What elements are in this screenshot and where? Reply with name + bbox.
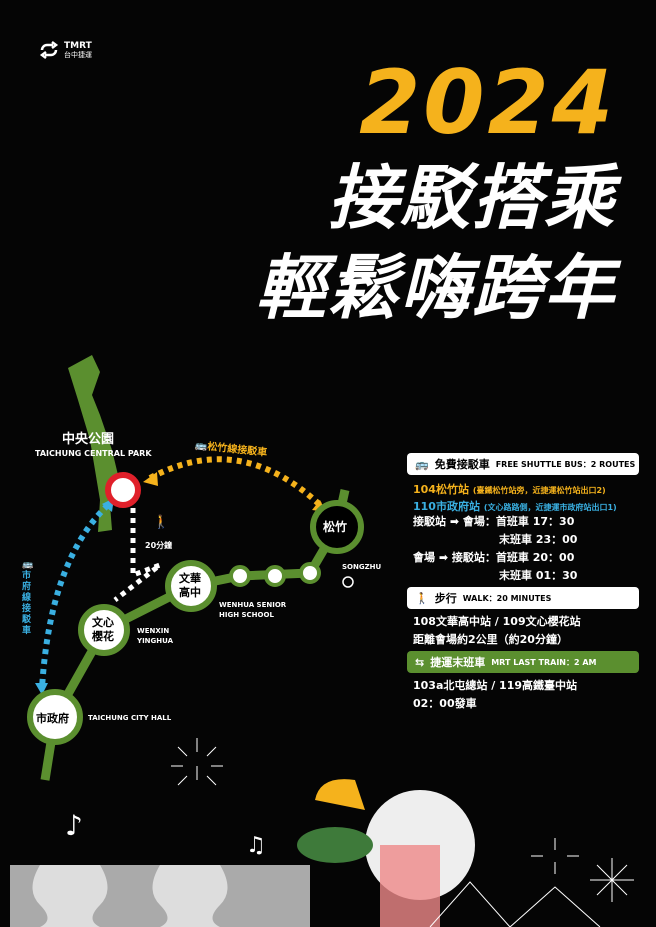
cityhall-en: TAICHUNG CITY HALL — [88, 714, 172, 722]
station-small — [229, 565, 251, 587]
bubble-tea — [380, 845, 440, 927]
schedule: 接駁站 ➡ 會場：首班車 17：30 末班車 23：00 會場 ➡ 接駁站：首班… — [413, 515, 578, 582]
route1: 104松竹站 (臺鐵松竹站旁，近捷運松竹站出口2) — [413, 483, 606, 496]
park-label-zh: 中央公園 — [62, 432, 115, 447]
tmrt-logo-icon — [39, 41, 59, 59]
bowl — [297, 827, 373, 863]
cityhall-bus-label: 🚌市府線接駁車 — [22, 560, 34, 636]
title-line-2: 輕鬆嗨跨年 — [256, 247, 616, 329]
wenxin-zh: 文心 — [92, 616, 114, 629]
year: 2024 — [359, 51, 616, 154]
central-park-marker — [105, 472, 141, 508]
wenhua-zh: 文華 — [179, 572, 201, 585]
music-note-icon: ♫ — [246, 833, 266, 858]
walk-icon: 🚶 — [153, 515, 170, 530]
route2: 110市政府站 (文心路路側，近捷運市政府站出口1) — [413, 500, 617, 513]
wenxin-en: WENXIN — [137, 627, 170, 635]
bus-icon: 🚌 — [415, 457, 429, 471]
walk-route — [113, 508, 162, 602]
wenhua-zh: 高中 — [179, 586, 201, 599]
songzhu-en: SONGZHU — [342, 563, 382, 571]
firework-icon — [171, 738, 634, 902]
station-songzhu — [310, 500, 364, 554]
wenhua-en: WENHUA SENIOR — [219, 601, 287, 609]
walk-time: 20分鐘 — [145, 541, 173, 550]
station-wenhua — [165, 560, 217, 612]
songzhu-bus-route — [148, 456, 323, 508]
saxophone — [315, 779, 365, 810]
station-cityhall — [27, 689, 83, 745]
logo-name: 台中捷運 — [64, 50, 92, 59]
walk-info: 108文華高中站 / 109文心櫻花站距離會場約2公里（約20分鐘） — [413, 615, 581, 646]
title-line-1: 接駁搭乘 — [328, 157, 616, 239]
station-small — [299, 562, 321, 584]
cityhall-zh: 市政府 — [36, 712, 69, 725]
music-note-icon: ♪ — [65, 809, 83, 842]
walk-icon: 🚶 — [415, 591, 429, 605]
station-wenxin — [78, 604, 130, 656]
wenhua-en: HIGH SCHOOL — [219, 611, 274, 619]
park-label-en: TAICHUNG CENTRAL PARK — [35, 449, 152, 458]
rail-icon — [342, 576, 354, 588]
songzhu-zh: 松竹 — [323, 520, 348, 534]
wenxin-en: YINGHUA — [137, 637, 174, 645]
bus-icon: 🚌 — [22, 560, 34, 570]
station-small — [264, 565, 286, 587]
logo-brand: TMRT — [64, 40, 92, 51]
wenxin-zh: 櫻花 — [92, 630, 114, 643]
tmrt-icon: ⇆ — [415, 655, 425, 669]
